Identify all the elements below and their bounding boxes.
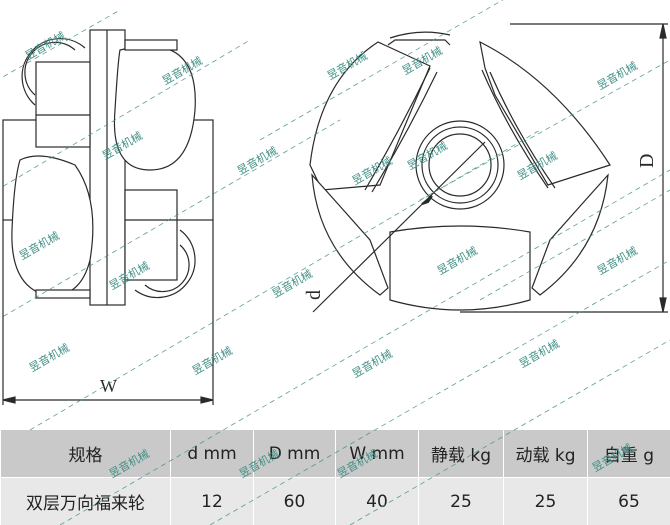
cell-static-load: 25: [418, 477, 504, 525]
roller-bottom: [389, 225, 531, 311]
w-label: W: [100, 376, 117, 396]
cell-D: 60: [253, 477, 336, 525]
bore-circle: [428, 133, 492, 197]
header-static-load: 静载 kg: [418, 430, 504, 478]
front-view: [309, 23, 668, 313]
header-D: D mm: [253, 430, 336, 478]
cell-weight: 65: [587, 477, 670, 525]
spec-table: 规格 d mm D mm W mm 静载 kg 动载 kg 自重 g 双层万向福…: [0, 430, 670, 525]
cell-spec: 双层万向福来轮: [0, 477, 171, 525]
cell-d: 12: [170, 477, 254, 525]
table-header-row: 规格 d mm D mm W mm 静载 kg 动载 kg 自重 g: [0, 430, 670, 478]
header-W: W mm: [335, 430, 419, 478]
header-d: d mm: [170, 430, 254, 478]
table-row: 双层万向福来轮 12 60 40 25 25 65: [0, 477, 670, 525]
cell-dynamic-load: 25: [503, 477, 588, 525]
roller-upper-left: [309, 41, 431, 191]
roller-top-right: [113, 45, 196, 171]
top-arc: [389, 31, 451, 39]
header-weight: 自重 g: [587, 430, 670, 478]
header-dynamic-load: 动载 kg: [503, 430, 588, 478]
technical-drawing: W D d: [2, 23, 668, 405]
side-view: [2, 29, 214, 405]
d-diameter-label: D: [636, 154, 658, 168]
cell-W: 40: [335, 477, 419, 525]
header-spec: 规格: [0, 430, 171, 478]
roller-upper-right: [479, 40, 611, 186]
bore-d-label: d: [303, 290, 325, 300]
roller-bottom-left: [11, 155, 94, 297]
